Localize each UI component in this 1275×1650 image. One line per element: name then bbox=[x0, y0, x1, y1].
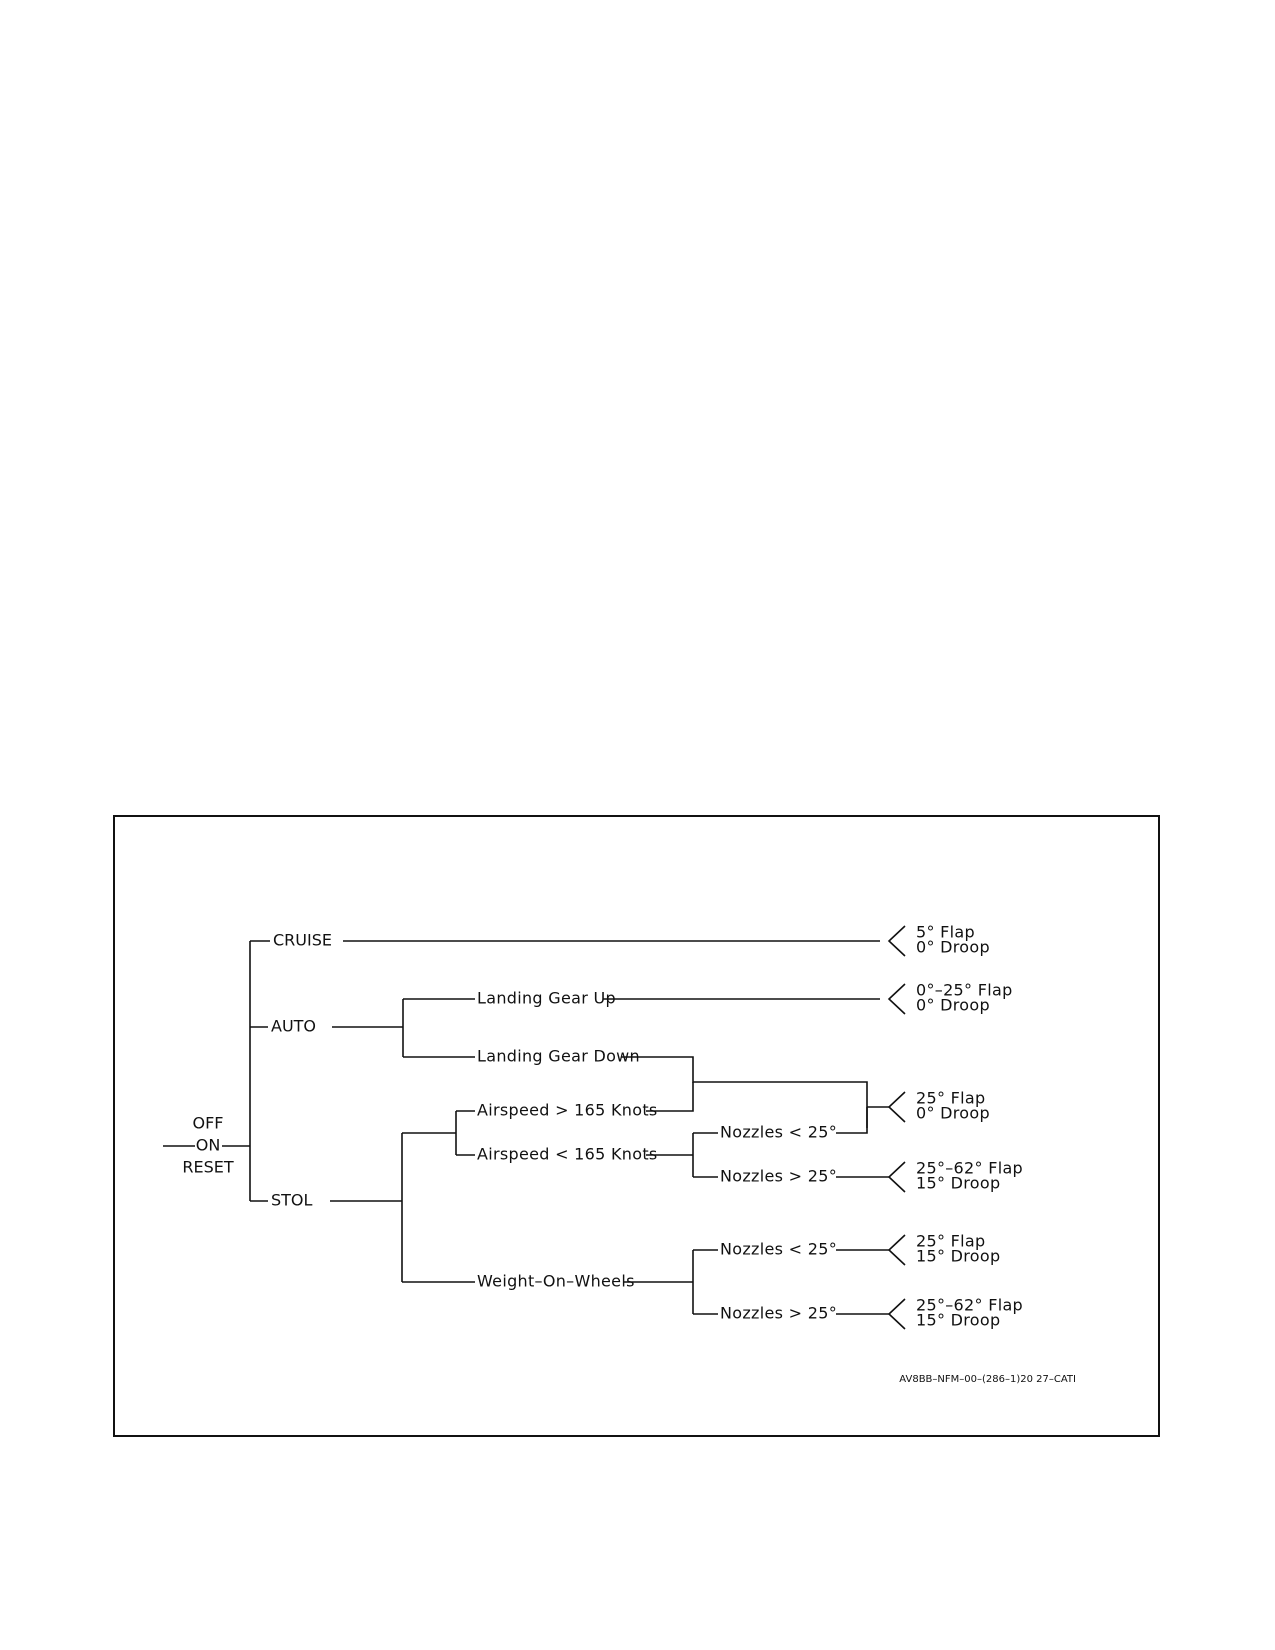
outcome-arrow-2 bbox=[887, 983, 906, 1015]
nozzles-gt-1-label: Nozzles > 25° bbox=[720, 1167, 837, 1186]
outcome-5-droop: 15° Droop bbox=[916, 1247, 1000, 1266]
airspeed-lt-label: Airspeed < 165 Knots bbox=[477, 1145, 658, 1164]
gear-down-path-line bbox=[621, 1056, 868, 1128]
outcome-arrow-5 bbox=[887, 1234, 906, 1266]
outcome-arrow-6 bbox=[887, 1298, 906, 1330]
outcome-3-droop: 0° Droop bbox=[916, 1104, 990, 1123]
outcome-6-flap: 25°–62° Flap bbox=[916, 1296, 1023, 1315]
outcome-4-flap: 25°–62° Flap bbox=[916, 1159, 1023, 1178]
selector-on-label: ON bbox=[196, 1136, 221, 1155]
outcome-arrow-4 bbox=[887, 1161, 906, 1193]
outcome-arrow-3 bbox=[887, 1091, 906, 1123]
wow-label: Weight–On–Wheels bbox=[477, 1272, 635, 1291]
nozzles-lt-2-label: Nozzles < 25° bbox=[720, 1240, 837, 1259]
outcome-6-droop: 15° Droop bbox=[916, 1311, 1000, 1330]
diagram-frame: OFF ON RESET CRUISE AUTO STOL Landing Ge… bbox=[113, 815, 1160, 1437]
mode-auto-label: AUTO bbox=[271, 1017, 316, 1036]
outcome-arrow-1 bbox=[887, 925, 906, 957]
nozzles-lt-1-path-line bbox=[836, 1107, 868, 1134]
outcome-5-flap: 25° Flap bbox=[916, 1232, 985, 1251]
outcome-arrows bbox=[887, 925, 906, 1330]
nozzles-lt-1-label: Nozzles < 25° bbox=[720, 1123, 837, 1142]
airspeed-gt-path-line bbox=[646, 1082, 694, 1112]
gear-down-label: Landing Gear Down bbox=[477, 1047, 640, 1066]
mode-stol-label: STOL bbox=[271, 1191, 313, 1210]
outcome-4-droop: 15° Droop bbox=[916, 1174, 1000, 1193]
mode-cruise-label: CRUISE bbox=[273, 931, 332, 950]
outcome-1-flap: 5° Flap bbox=[916, 923, 975, 942]
nozzles-gt-2-label: Nozzles > 25° bbox=[720, 1304, 837, 1323]
airspeed-gt-label: Airspeed > 165 Knots bbox=[477, 1101, 658, 1120]
figure-id: AV8BB–NFM–00–(286–1)20 27–CATI bbox=[899, 1374, 1076, 1385]
flap-logic-diagram: OFF ON RESET CRUISE AUTO STOL Landing Ge… bbox=[163, 923, 1076, 1385]
selector-reset-label: RESET bbox=[182, 1158, 233, 1177]
gear-up-label: Landing Gear Up bbox=[477, 989, 616, 1008]
outcome-3-flap: 25° Flap bbox=[916, 1089, 985, 1108]
outcome-labels: 5° Flap 0° Droop 0°–25° Flap 0° Droop 25… bbox=[916, 923, 1023, 1330]
stol-branch: Airspeed > 165 Knots Airspeed < 165 Knot… bbox=[330, 1082, 890, 1323]
outcome-2-droop: 0° Droop bbox=[916, 996, 990, 1015]
selector-off-label: OFF bbox=[193, 1114, 224, 1133]
auto-branch: Landing Gear Up Landing Gear Down bbox=[332, 989, 880, 1128]
mode-bus: CRUISE AUTO STOL bbox=[249, 931, 332, 1210]
outcome-1-droop: 0° Droop bbox=[916, 938, 990, 957]
outcome-2-flap: 0°–25° Flap bbox=[916, 981, 1013, 1000]
selector-switch: OFF ON RESET bbox=[163, 1114, 250, 1177]
